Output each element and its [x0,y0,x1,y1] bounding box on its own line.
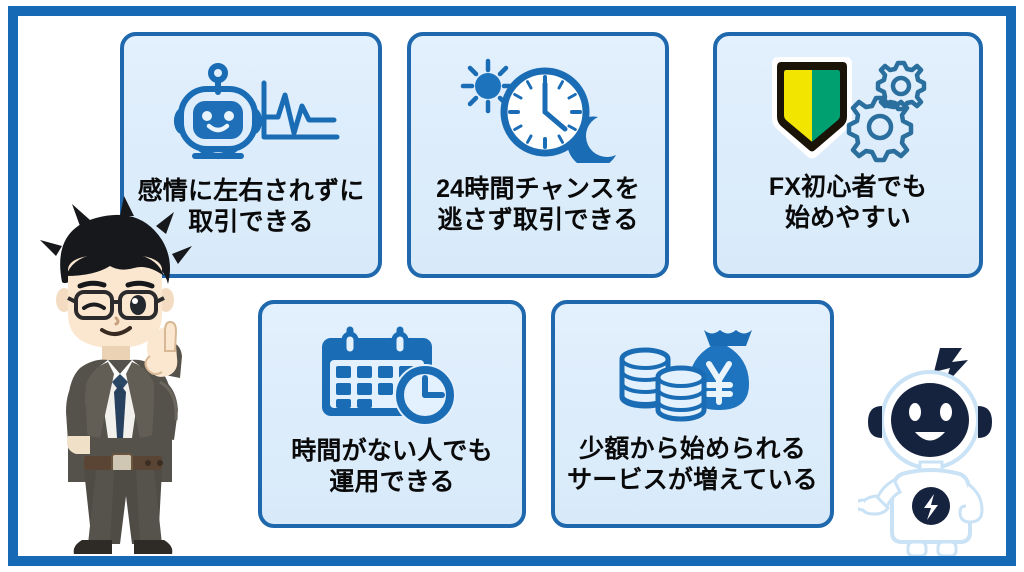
feature-card-emotion-free[interactable]: 感情に左右されずに 取引できる [120,32,382,278]
shoshinsha-gears-icon [717,36,979,166]
feature-card-label: 感情に左右されずに 取引できる [137,177,365,236]
calendar-clock-icon [262,304,522,432]
feature-card-label: 24時間チャンスを 逃さず取引できる [436,175,640,234]
feature-card-label: FX初心者でも 始めやすい [768,173,928,232]
feature-card-small-amount[interactable]: 少額から始められる サービスが増えている [551,300,834,528]
feature-card-no-time[interactable]: 時間がない人でも 運用できる [258,300,526,528]
feature-card-beginner-friendly[interactable]: FX初心者でも 始めやすい [713,32,983,278]
businessman-character [24,196,204,562]
robot-heartbeat-icon [124,36,378,170]
feature-card-24h-chance[interactable]: 24時間チャンスを 逃さず取引できる [407,32,669,278]
coins-moneybag-yen-icon [555,304,830,430]
feature-card-label: 少額から始められる サービスが増えている [567,435,818,494]
robot-mascot-character [858,344,1008,556]
sun-clock-moon-icon [411,36,665,168]
feature-card-label: 時間がない人でも 運用できる [291,437,493,496]
